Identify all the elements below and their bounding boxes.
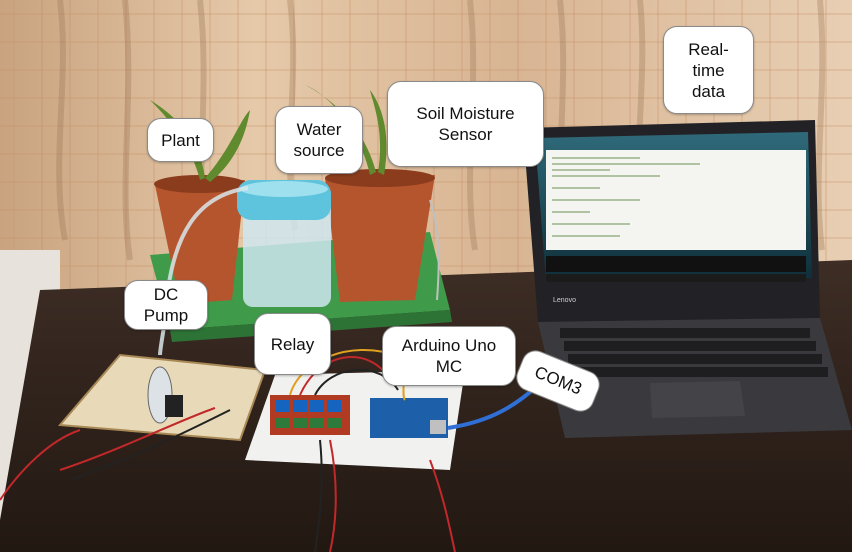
callout-dc-pump-text: DC Pump (143, 285, 189, 325)
callout-plant: Plant (147, 118, 214, 162)
sensor-wire (429, 199, 440, 301)
laptop-brand: Lenovo (553, 297, 576, 304)
callout-water-source-text: Water source (293, 120, 345, 160)
callout-com3-text: COM3 (531, 362, 585, 399)
callout-soil-moisture-sensor: Soil Moisture Sensor (387, 81, 544, 167)
taskbar (546, 274, 806, 282)
callout-real-time-data-text: Real- time data (688, 39, 729, 101)
ide-code-lines (552, 157, 700, 237)
plant-pot-left (155, 180, 245, 304)
callout-relay-text: Relay (270, 334, 315, 354)
callout-water-source: Water source (275, 106, 363, 174)
laptop-touchpad (650, 381, 745, 418)
plant-pot-right (325, 175, 435, 302)
serial-monitor (546, 256, 806, 272)
plant-leaves (150, 85, 387, 182)
callout-plant-text: Plant (161, 130, 200, 150)
callout-arduino-uno: Arduino Uno MC (382, 326, 516, 386)
callout-dc-pump: DC Pump (124, 280, 208, 330)
callout-arduino-uno-text: Arduino Uno MC (401, 336, 497, 376)
laptop-keyboard (560, 328, 828, 377)
callout-real-time-data: Real- time data (663, 26, 754, 114)
water-jar (243, 195, 331, 307)
callout-relay: Relay (254, 313, 331, 375)
callout-soil-moisture-sensor-text: Soil Moisture Sensor (416, 104, 515, 144)
